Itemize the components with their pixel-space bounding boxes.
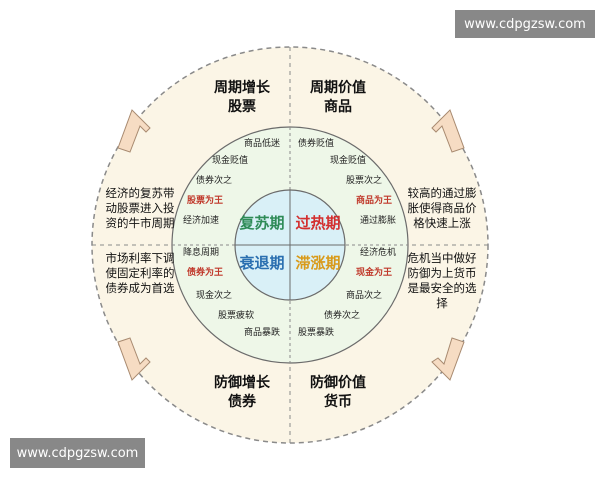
side-note-right-bottom-line: 防御为上货币 [408,266,477,280]
ring-label: 商品暴跌 [244,326,280,338]
ring-label: 经济危机 [360,246,396,258]
ring-label: 降息周期 [183,246,219,258]
side-note-right-bottom-line: 危机当中做好 [408,251,477,265]
arrow-icon [117,337,151,381]
watermark-bottom: www.cdpgzsw.com [10,438,145,468]
phase-stagflation: 滞涨期 [295,254,340,272]
quadrant-subtitle-top-right: 商品 [324,98,352,115]
side-note-left-top-line: 资的牛市周期 [106,216,175,230]
ring-label: 商品次之 [346,289,382,301]
arrow-icon [117,109,151,153]
phase-overheat: 过热期 [295,214,340,232]
quadrant-subtitle-top-left: 股票 [228,99,256,115]
side-note-left-bottom-line: 债券成为首选 [106,281,175,295]
side-note-right-top-line: 胀使得商品价 [408,201,477,215]
ring-label: 股票暴跌 [298,327,334,338]
ring-label: 债券次之 [196,174,232,186]
side-note-right-top-line: 格快速上涨 [413,216,471,230]
ring-label: 股票疲软 [218,309,254,321]
quadrant-subtitle-bottom-left: 债券 [228,393,257,410]
ring-label-highlight: 债券为王 [187,266,223,278]
ring-label: 通过膨胀 [360,214,396,226]
side-note-right-top-line: 较高的通过膨 [408,186,477,200]
ring-label: 债券次之 [324,309,360,321]
side-note-left-bottom-line: 市场利率下调 [106,251,175,265]
quadrant-title-top-left: 周期增长 [214,79,271,96]
side-note-right-bottom-line: 是最安全的选 [408,281,477,295]
ring-label: 经济加速 [183,214,219,226]
ring-label: 现金贬值 [212,154,248,166]
ring-label-highlight: 现金为王 [356,266,392,278]
ring-label: 现金次之 [196,289,232,301]
watermark-top: www.cdpgzsw.com [455,10,595,38]
quadrant-title-bottom-right: 防御价值 [310,374,366,391]
ring-label-highlight: 股票为王 [187,194,223,206]
side-note-left-top-line: 经济的复苏带 [106,186,175,200]
ring-label: 债券贬值 [298,137,334,149]
ring-label: 现金贬值 [330,154,366,166]
side-note-left-bottom-line: 使固定利率的 [106,266,175,280]
ring-label-highlight: 商品为王 [356,194,392,206]
side-note-left-top-line: 动股票进入投 [106,201,175,215]
arrow-icon [431,109,465,153]
phase-recovery: 复苏期 [238,214,284,232]
side-note-right-bottom-line: 择 [436,296,448,310]
ring-label: 商品低迷 [244,137,280,149]
quadrant-title-bottom-left: 防御增长 [214,374,271,391]
quadrant-title-top-right: 周期价值 [310,79,366,96]
phase-recession: 衰退期 [238,254,284,272]
ring-label: 股票次之 [346,174,382,186]
quadrant-subtitle-bottom-right: 货币 [323,393,352,410]
arrow-icon [431,337,465,381]
